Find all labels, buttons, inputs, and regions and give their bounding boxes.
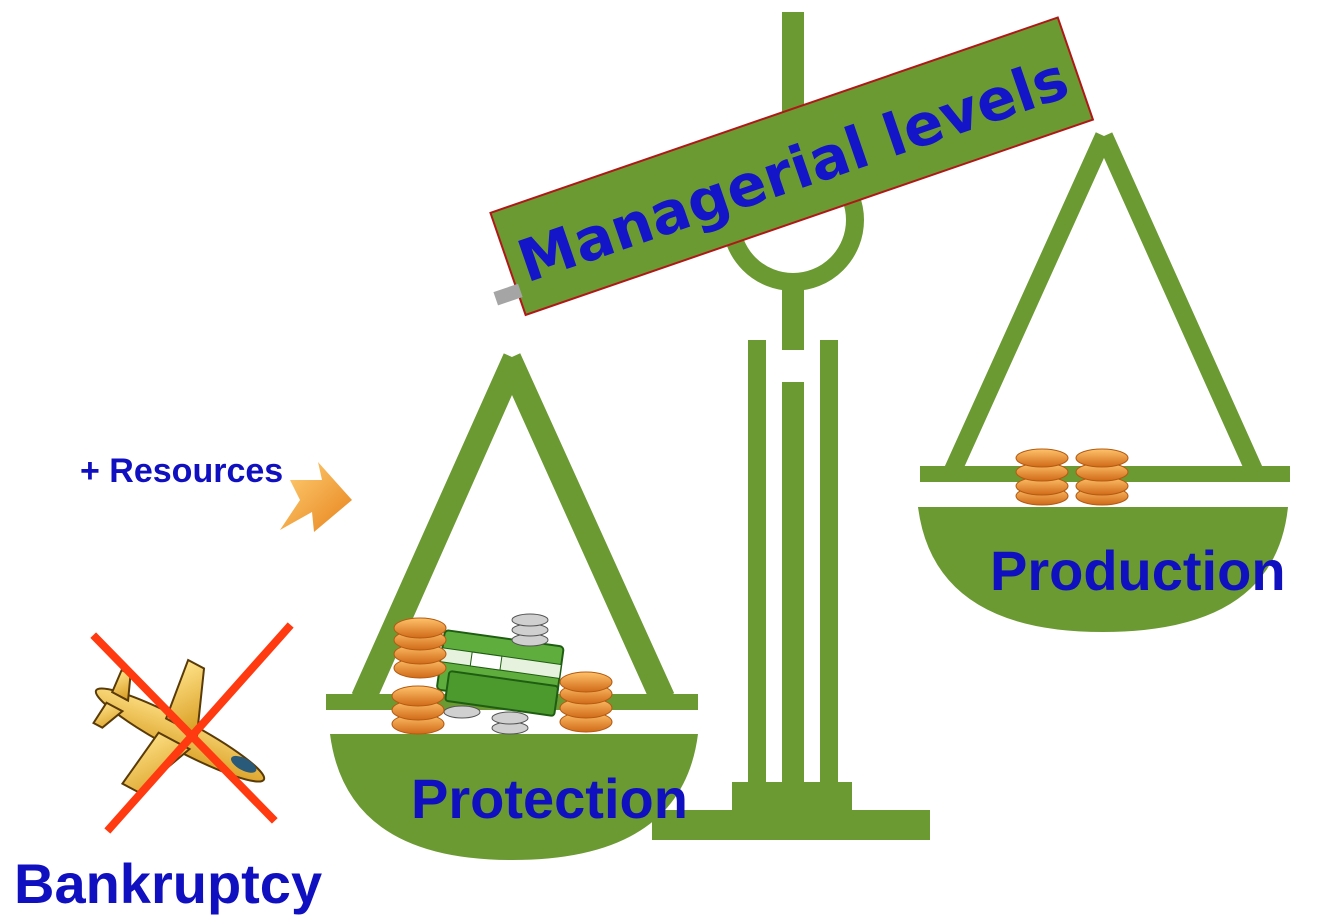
right-pan-bowl [918, 507, 1288, 632]
cross-icon [90, 622, 294, 834]
scale-column-left [748, 340, 766, 788]
scale-base [652, 810, 930, 840]
arrow-icon [280, 462, 352, 532]
left-pan-bowl [330, 734, 698, 860]
scale-column-center [782, 382, 804, 788]
coin-stack-icon [391, 617, 613, 735]
right-pan-hanger [944, 132, 1263, 474]
left-pan-hanger [351, 353, 675, 701]
scale-frame [652, 12, 930, 840]
scale-column-right [820, 340, 838, 788]
scale-middle-post [782, 282, 804, 350]
resources-label: + Resources [80, 452, 283, 490]
production-label: Production [990, 539, 1286, 602]
protection-label: Protection [411, 767, 688, 830]
coin-stack-icon [1015, 448, 1129, 506]
bankruptcy-label: Bankruptcy [14, 852, 322, 915]
cash-bundle-icon [436, 613, 565, 735]
